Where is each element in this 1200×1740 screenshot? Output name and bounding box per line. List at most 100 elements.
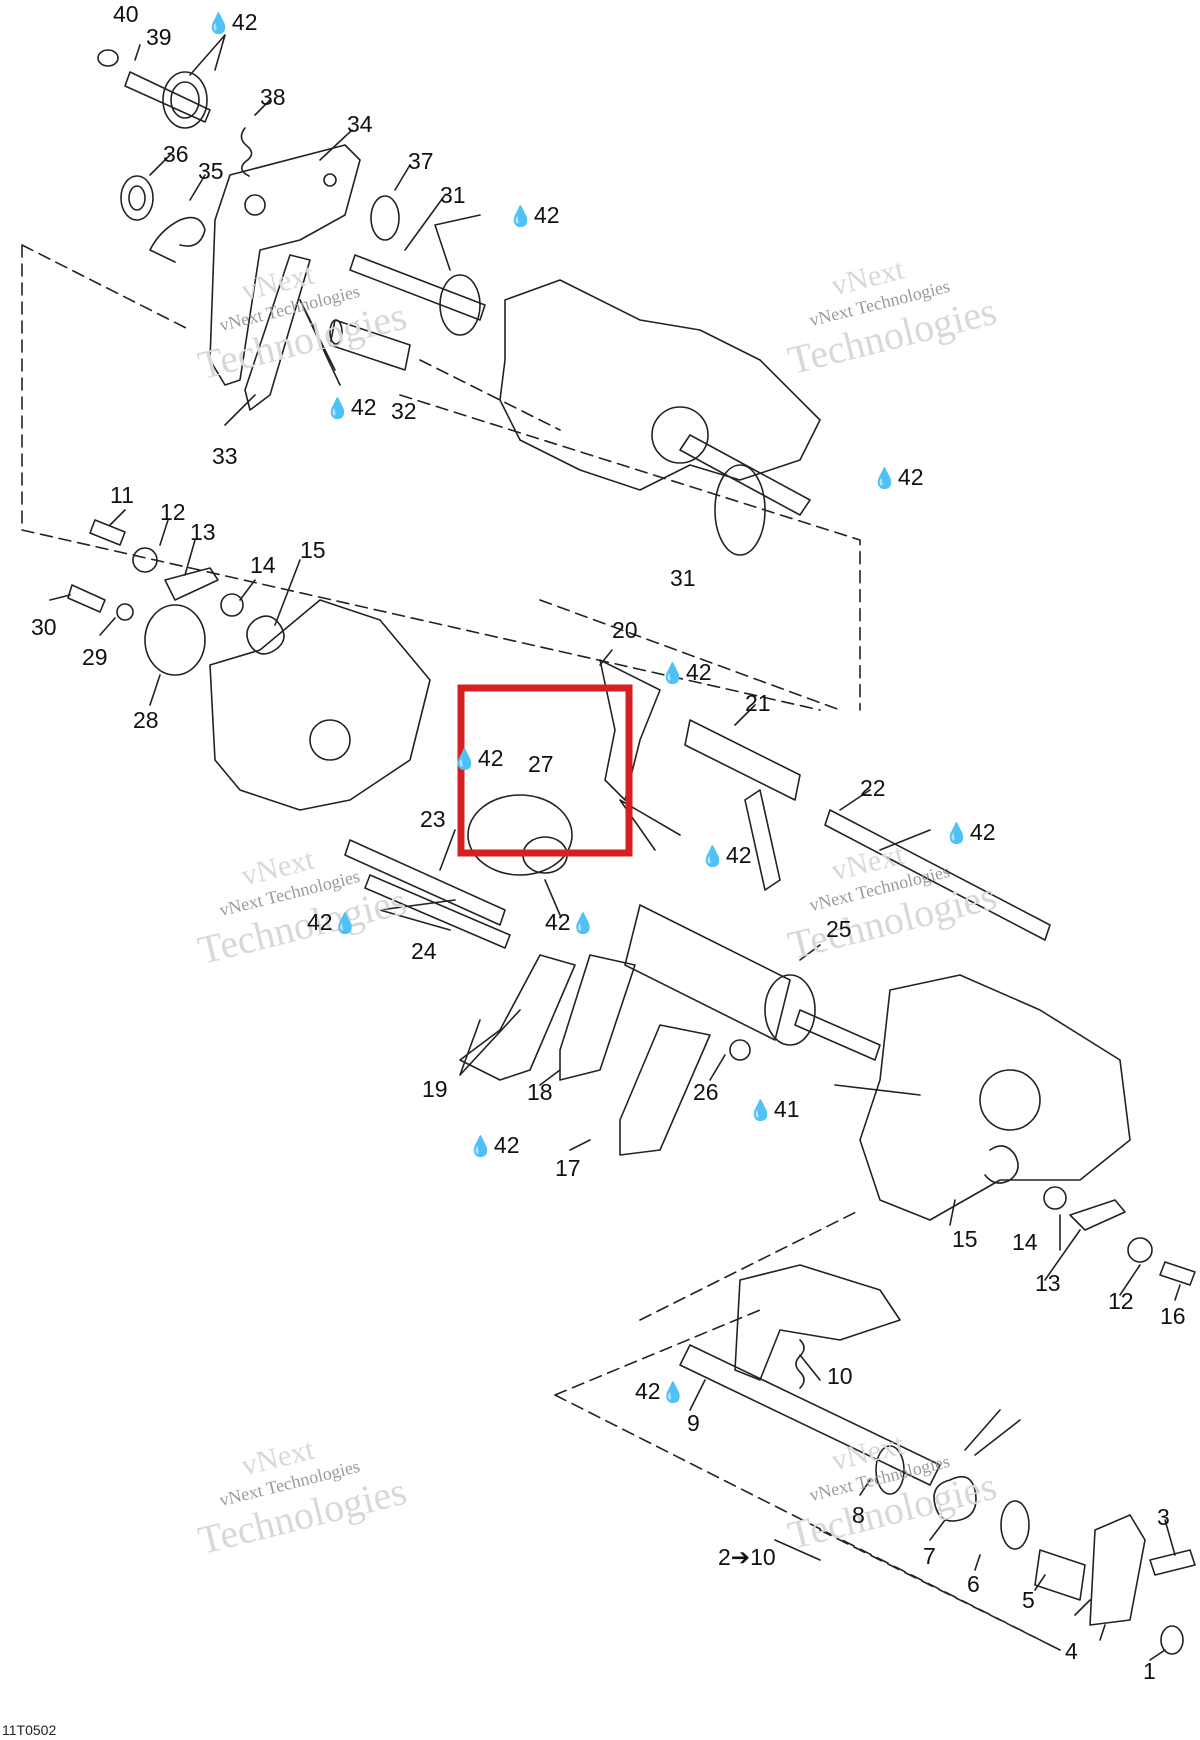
lube-callout-7: 💧42 xyxy=(700,842,752,868)
shift-drum-25 xyxy=(624,904,791,1041)
fork-19 xyxy=(459,954,576,1081)
part-label-20: 20 xyxy=(612,617,638,643)
part-label-14-lower: 14 xyxy=(1012,1229,1038,1255)
upper-housing xyxy=(499,279,821,491)
pin-23 xyxy=(344,839,506,926)
part-label-5: 5 xyxy=(1022,1587,1035,1613)
part-label-7: 7 xyxy=(923,1543,936,1569)
part-label-19: 19 xyxy=(422,1076,448,1102)
fork-20 xyxy=(599,659,661,801)
lubricant-drop-icon: 💧 xyxy=(332,913,358,935)
part-label-30: 30 xyxy=(31,614,57,640)
part-label-11: 11 xyxy=(110,482,134,508)
lower-assembly-frame xyxy=(554,1209,1061,1651)
lever-33 xyxy=(244,254,311,411)
fork-18 xyxy=(559,954,636,1081)
part-label-13: 13 xyxy=(190,519,216,545)
washer-29 xyxy=(116,603,134,621)
lubricant-drop-icon: 💧 xyxy=(508,206,533,228)
part-label-18: 18 xyxy=(527,1079,553,1105)
lube-callout-6: 💧42 xyxy=(452,745,504,771)
lower-right-housing xyxy=(859,974,1131,1221)
bolt-30 xyxy=(67,584,106,613)
part-label-9: 9 xyxy=(687,1410,700,1436)
washer-14 xyxy=(220,593,244,617)
shift-shaft-9 xyxy=(679,1344,941,1486)
pin-24 xyxy=(364,874,511,949)
lube-callout-3: 💧42 xyxy=(325,394,377,420)
thread-callout-41: 💧41 xyxy=(748,1096,800,1122)
part-label-16: 16 xyxy=(1160,1303,1186,1329)
lubricant-drop-icon: 💧 xyxy=(872,468,897,490)
washer-12 xyxy=(132,547,158,573)
middle-housing xyxy=(209,599,431,811)
spring-15b xyxy=(984,1145,1019,1184)
washer-14b xyxy=(1043,1186,1067,1210)
lubricant-drop-icon: 💧 xyxy=(452,749,477,771)
drum-27 xyxy=(467,794,573,876)
bolt-11 xyxy=(89,519,126,546)
part-label-14: 14 xyxy=(250,552,276,578)
lube-callout-2: 💧42 xyxy=(508,202,560,228)
lube-callout-11: 💧42 xyxy=(468,1132,520,1158)
fork-17 xyxy=(619,1024,711,1156)
part-label-6: 6 xyxy=(967,1571,980,1597)
plate-34 xyxy=(209,144,361,386)
lubricant-drop-icon: 💧 xyxy=(325,398,350,420)
lube-callout-5: 💧42 xyxy=(660,659,712,685)
spring-38 xyxy=(240,127,253,177)
lube-callout-10: 42💧 xyxy=(545,909,596,935)
part-label-35: 35 xyxy=(198,158,224,184)
part-label-21: 21 xyxy=(745,690,771,716)
part-label-26: 26 xyxy=(693,1079,719,1105)
part-label-15-lower: 15 xyxy=(952,1226,978,1252)
lubricant-drop-icon: 💧 xyxy=(660,663,685,685)
part-label-39: 39 xyxy=(146,24,172,50)
pin-22 xyxy=(824,809,1051,941)
lube-callout-1: 💧42 xyxy=(206,9,258,35)
spring-10 xyxy=(795,1339,805,1389)
threadlocker-drop-icon: 💧 xyxy=(748,1100,773,1122)
lube-callout-12: 42💧 xyxy=(635,1378,686,1404)
link-13b xyxy=(1069,1199,1126,1231)
part-label-2-to-10: 2➔10 xyxy=(718,1544,776,1570)
part-label-33: 33 xyxy=(212,443,238,469)
gear-28 xyxy=(144,604,206,676)
lubricant-drop-icon: 💧 xyxy=(660,1382,686,1404)
part-label-31-top: 31 xyxy=(440,182,466,208)
highlight-box-part-27 xyxy=(457,684,633,857)
diagram-ref-code: 11T0502 xyxy=(2,1722,57,1738)
lubricant-drop-icon: 💧 xyxy=(570,913,596,935)
spring-15 xyxy=(246,615,285,655)
bushing-36 xyxy=(120,175,154,221)
part-label-28: 28 xyxy=(133,707,159,733)
lubricant-drop-icon: 💧 xyxy=(206,13,231,35)
shaft-39 xyxy=(124,71,211,123)
washer-37 xyxy=(370,195,400,241)
bolt-3 xyxy=(1149,1549,1196,1576)
gear-39 xyxy=(162,71,208,129)
part-label-1: 1 xyxy=(1143,1658,1156,1684)
part-label-34: 34 xyxy=(347,111,373,137)
bolt-16 xyxy=(1159,1261,1196,1286)
part-label-32: 32 xyxy=(391,398,417,424)
part-label-15: 15 xyxy=(300,537,326,563)
lube-callout-9: 42💧 xyxy=(307,909,358,935)
part-label-8: 8 xyxy=(852,1502,865,1528)
part-label-24: 24 xyxy=(411,938,437,964)
part-label-4: 4 xyxy=(1065,1638,1078,1664)
part-label-36: 36 xyxy=(163,141,189,167)
washer-40 xyxy=(97,49,119,67)
shaft-21 xyxy=(684,719,801,801)
washer-12b xyxy=(1127,1237,1153,1263)
part-label-37: 37 xyxy=(408,148,434,174)
part-label-27: 27 xyxy=(528,751,554,777)
part-label-22: 22 xyxy=(860,775,886,801)
part-label-23: 23 xyxy=(420,806,446,832)
lubricant-drop-icon: 💧 xyxy=(944,823,969,845)
spring-35 xyxy=(149,216,206,263)
lubricant-drop-icon: 💧 xyxy=(700,846,725,868)
washer-8 xyxy=(875,1445,905,1495)
part-label-38: 38 xyxy=(260,84,286,110)
